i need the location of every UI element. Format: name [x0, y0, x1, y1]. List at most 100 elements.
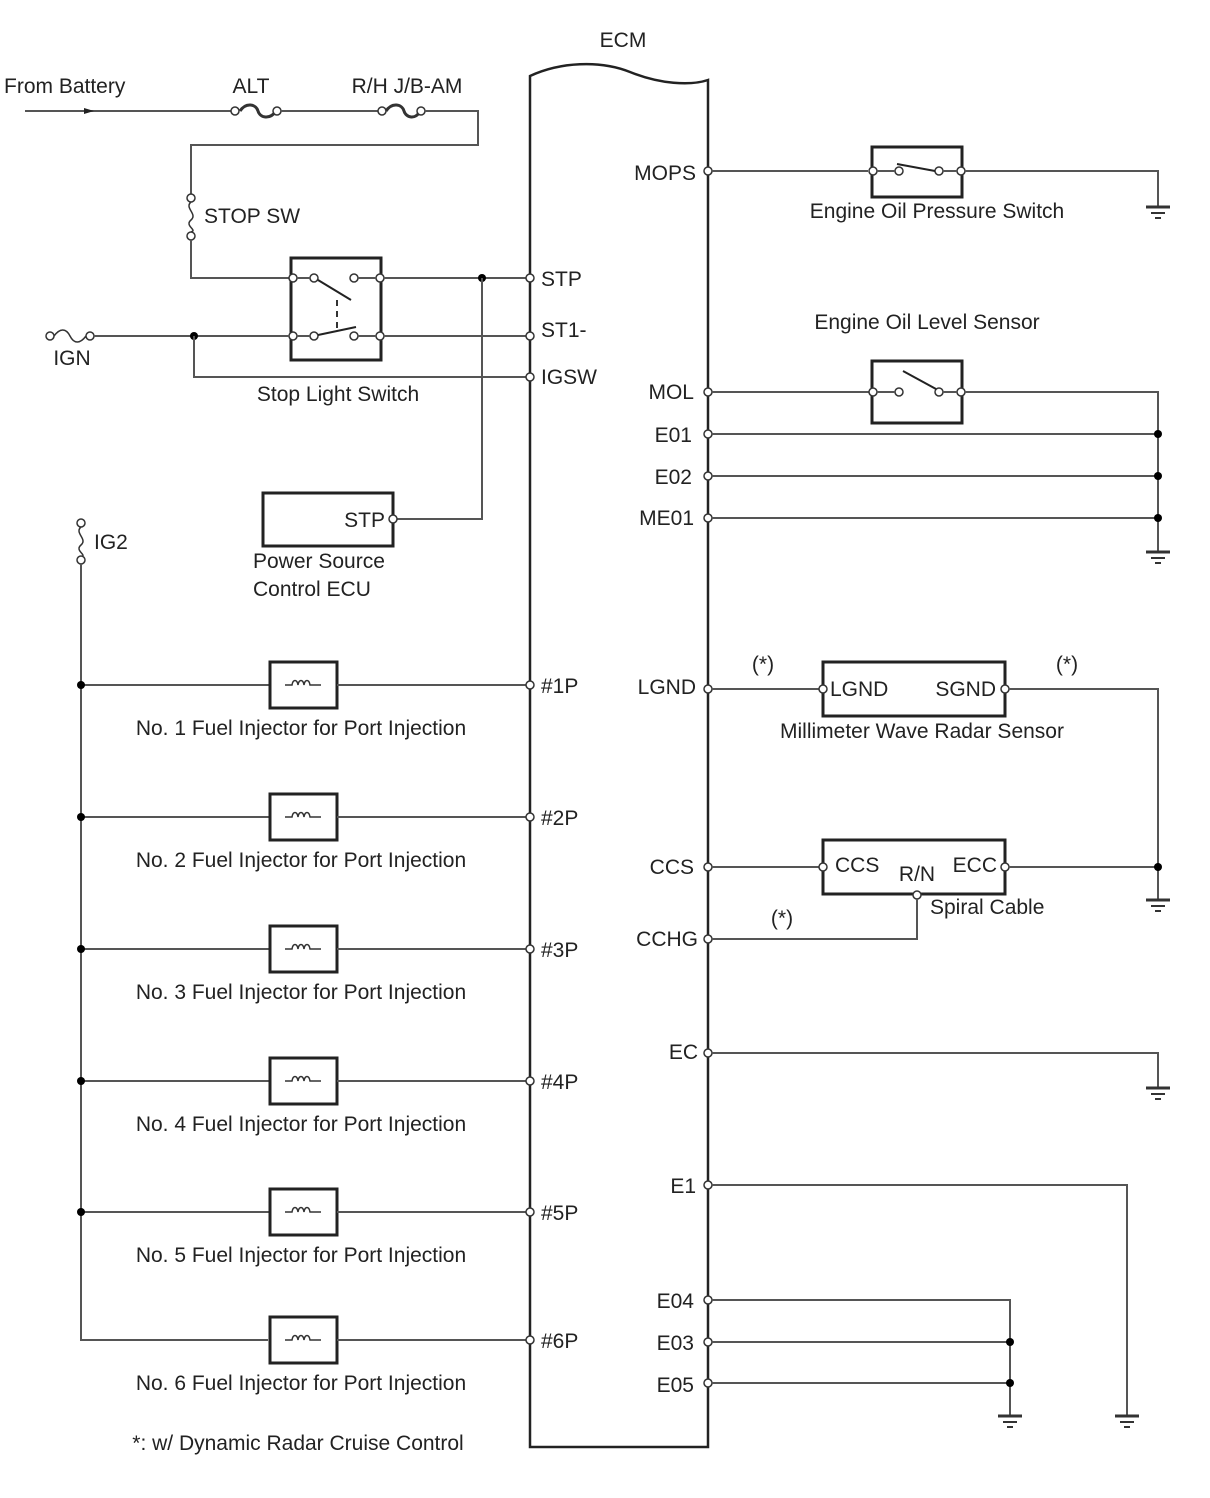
pin-p1: #1P [541, 675, 578, 698]
battery-feed: From Battery ALT R/H J/B-AM STOP SW [4, 75, 479, 279]
oil-level-sensor-label: Engine Oil Level Sensor [814, 311, 1039, 334]
injector-5: #5P No. 5 Fuel Injector for Port Injectio… [77, 1187, 578, 1267]
ground-icon [1144, 898, 1172, 913]
ground-icon [1144, 205, 1172, 220]
power-source-control-ecu: STP Power Source Control ECU [253, 491, 398, 601]
injector-label: No. 5 Fuel Injector for Port Injection [136, 1244, 466, 1267]
ground-icon [1113, 1414, 1141, 1429]
ecm-terminal [525, 812, 535, 822]
fuse-icon [78, 526, 84, 558]
pin-p6: #6P [541, 1330, 578, 1353]
stop-light-switch-label: Stop Light Switch [257, 383, 419, 406]
footnote: *: w/ Dynamic Radar Cruise Control [132, 1432, 463, 1455]
fuse-rhjbam-label: R/H J/B-AM [352, 75, 463, 98]
psecu-label-1: Power Source [253, 550, 385, 573]
ig2-feed: IG2 [76, 518, 268, 1341]
fuse-stopsw-label: STOP SW [204, 205, 300, 228]
junction-dot [77, 813, 85, 821]
fuse-icon [238, 103, 278, 119]
stop-light-switch: Stop Light Switch [257, 256, 419, 406]
oil-level-circuit: Engine Oil Level Sensor MOL E01 E02 ME01 [639, 311, 1172, 565]
injector-2: #2P No. 2 Fuel Injector for Port Injectio… [77, 792, 578, 872]
psecu-label-2: Control ECU [253, 578, 371, 601]
ground-icon [996, 1414, 1024, 1429]
pin-st1: ST1- [541, 319, 587, 342]
pin-p5: #5P [541, 1202, 578, 1225]
pin-e05: E05 [657, 1374, 694, 1397]
radar-note-right: (*) [1056, 653, 1078, 676]
ecm-title: ECM [600, 29, 647, 52]
injector-label: No. 1 Fuel Injector for Port Injection [136, 717, 466, 740]
pin-e04: E04 [657, 1290, 695, 1313]
ecm-terminal [525, 944, 535, 954]
injectors: #1P No. 1 Fuel Injector for Port Injectio… [77, 660, 578, 1395]
junction-dot [77, 681, 85, 689]
ground-icon [1144, 550, 1172, 565]
spiral-term-left: CCS [835, 854, 879, 877]
battery-label: From Battery [4, 75, 126, 98]
pin-lgnd: LGND [638, 676, 696, 699]
spiral-cable-label: Spiral Cable [930, 896, 1044, 919]
ec-circuit: EC [669, 1041, 1172, 1101]
junction-dot [77, 1077, 85, 1085]
pin-p3: #3P [541, 939, 578, 962]
pin-p2: #2P [541, 807, 578, 830]
pin-mol: MOL [648, 381, 694, 404]
psecu-terminal: STP [344, 509, 385, 532]
ign-feed: IGN [45, 329, 527, 378]
ecm-terminal [525, 1335, 535, 1345]
ecm-terminal [525, 1207, 535, 1217]
spiral-note: (*) [771, 907, 793, 930]
injector-6: #6P No. 6 Fuel Injector for Port Injectio… [136, 1315, 578, 1395]
injector-label: No. 3 Fuel Injector for Port Injection [136, 981, 466, 1004]
injector-label: No. 6 Fuel Injector for Port Injection [136, 1372, 466, 1395]
e1-circuit: E1 [670, 1175, 1141, 1429]
pin-igsw: IGSW [541, 366, 597, 389]
ecm-terminal [525, 1076, 535, 1086]
pin-e03: E03 [657, 1332, 694, 1355]
coil-icon [284, 811, 322, 818]
fuse-ign-label: IGN [53, 347, 90, 370]
fuse-alt-label: ALT [233, 75, 270, 98]
pin-e1: E1 [670, 1175, 696, 1198]
ecm-block [528, 62, 710, 1449]
coil-icon [284, 679, 322, 686]
coil-icon [284, 1075, 322, 1082]
pin-e01: E01 [655, 424, 692, 447]
pin-me01: ME01 [639, 507, 694, 530]
injector-1: #1P No. 1 Fuel Injector for Port Injectio… [77, 660, 578, 740]
injector-label: No. 2 Fuel Injector for Port Injection [136, 849, 466, 872]
pin-ccs: CCS [650, 856, 694, 879]
spiral-term-mid: R/N [899, 863, 935, 886]
pin-e02: E02 [655, 466, 692, 489]
radar-term-right: SGND [935, 678, 996, 701]
e0x-circuit: E04 E03 E05 [657, 1290, 1024, 1429]
coil-icon [284, 943, 322, 950]
junction-dot [77, 1208, 85, 1216]
coil-icon [284, 1334, 322, 1341]
radar-note-left: (*) [752, 653, 774, 676]
fuse-icon [53, 329, 87, 343]
fuse-ig2-label: IG2 [94, 531, 128, 554]
coil-icon [284, 1206, 322, 1213]
ecm-terminal [525, 680, 535, 690]
pin-stp: STP [541, 268, 582, 291]
junction-dot [77, 945, 85, 953]
fuse-icon [384, 103, 422, 119]
radar-sensor-circuit: LGND (*) LGND SGND (*) Millimeter Wave R… [638, 653, 1159, 900]
pin-cchg: CCHG [636, 928, 698, 951]
ground-icon [1144, 1086, 1172, 1101]
arrow-icon [84, 108, 94, 114]
oil-pressure-switch-label: Engine Oil Pressure Switch [810, 200, 1064, 223]
pin-p4: #4P [541, 1071, 578, 1094]
radar-term-left: LGND [830, 678, 888, 701]
fuse-icon [188, 201, 194, 233]
injector-3: #3P No. 3 Fuel Injector for Port Injectio… [77, 924, 578, 1004]
spiral-term-right: ECC [953, 854, 997, 877]
pin-ec: EC [669, 1041, 698, 1064]
radar-sensor-label: Millimeter Wave Radar Sensor [780, 720, 1064, 743]
oil-pressure-circuit: MOPS Engine Oil Pressure Switch [634, 145, 1172, 223]
spiral-cable-circuit: CCS CCS R/N ECC Spiral Cable CCHG (*) [636, 838, 1172, 951]
